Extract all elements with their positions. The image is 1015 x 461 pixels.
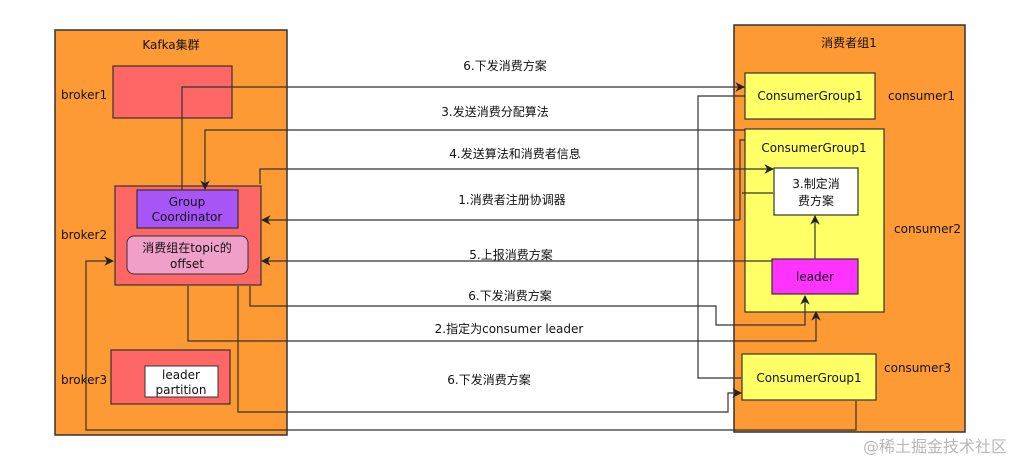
consumer1-label: consumer1	[888, 89, 955, 103]
arrow-6-top	[181, 82, 745, 190]
message-6-bottom: 6.下发消费方案	[447, 372, 530, 387]
message-1: 1.消费者注册协调器	[458, 192, 565, 207]
leader-box-label: leader	[796, 270, 834, 284]
offset-line2: offset	[170, 257, 204, 271]
message-6-middle: 6.下发消费方案	[468, 288, 551, 303]
leader-partition-line1: leader	[162, 368, 200, 382]
consumer1-box-label: ConsumerGroup1	[757, 89, 862, 103]
consumer3-box-label: ConsumerGroup1	[756, 371, 861, 385]
message-3: 3.发送消费分配算法	[441, 104, 548, 119]
broker1-box	[112, 65, 233, 119]
message-4: 4.发送算法和消费者信息	[449, 146, 580, 161]
arrow-4-send-info	[259, 164, 774, 184]
consumer3-box	[741, 353, 877, 401]
make-plan-line2: 费方案	[798, 193, 834, 208]
group-coordinator-box	[136, 189, 239, 229]
consumer2-label: consumer2	[894, 222, 961, 236]
arrow-6-bottom	[237, 286, 742, 413]
message-5: 5.上报消费方案	[469, 247, 552, 262]
offset-box	[126, 235, 249, 275]
make-plan-box	[773, 167, 859, 216]
offset-line1: 消费组在topic的	[142, 240, 232, 255]
message-2: 2.指定为consumer leader	[435, 321, 584, 336]
broker3-label: broker3	[61, 373, 107, 387]
group-coordinator-line1: Group	[169, 195, 206, 209]
arrow-consumer3-return	[85, 256, 857, 431]
arrow-6-middle	[249, 286, 810, 326]
consumer1-box	[744, 72, 876, 120]
leader-partition-line2: partition	[156, 383, 207, 397]
arrow-2-designate-leader	[187, 286, 821, 342]
consumer-group-title: 消费者组1	[821, 36, 877, 50]
watermark: @稀土掘金技术社区	[863, 437, 1007, 456]
arrow-3-send-algorithm	[200, 129, 745, 190]
consumer3-label: consumer3	[884, 361, 951, 375]
make-plan-line1: 3.制定消	[792, 176, 839, 191]
connector-consumer1-consumer3	[697, 95, 745, 379]
connector-consumer2-left	[739, 139, 745, 220]
kafka-cluster-title: Kafka集群	[142, 37, 199, 52]
broker1-label: broker1	[61, 88, 107, 102]
consumer2-box-label: ConsumerGroup1	[761, 141, 866, 155]
message-6-top: 6.下发消费方案	[463, 58, 546, 73]
leader-partition-box	[144, 365, 219, 398]
broker2-label: broker2	[61, 228, 107, 242]
group-coordinator-line2: Coordinator	[152, 210, 223, 224]
